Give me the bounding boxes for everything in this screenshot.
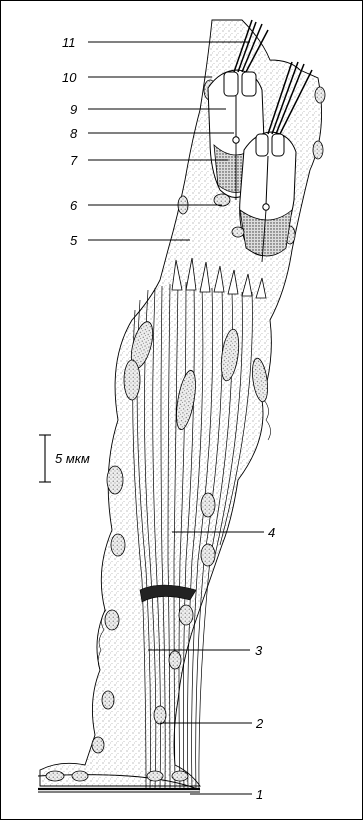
label-7: 7 (70, 153, 78, 168)
label-8: 8 (70, 126, 78, 141)
label-5: 5 (70, 233, 78, 248)
label-2: 2 (255, 716, 264, 731)
scale-bar-label: 5 мкм (55, 451, 90, 466)
label-1: 1 (256, 787, 263, 802)
label-11: 11 (62, 35, 76, 50)
label-3: 3 (255, 643, 263, 658)
label-6: 6 (70, 198, 78, 213)
label-9: 9 (70, 102, 77, 117)
label-10: 10 (62, 70, 77, 85)
scale-bar (39, 435, 51, 482)
label-4: 4 (268, 525, 275, 540)
